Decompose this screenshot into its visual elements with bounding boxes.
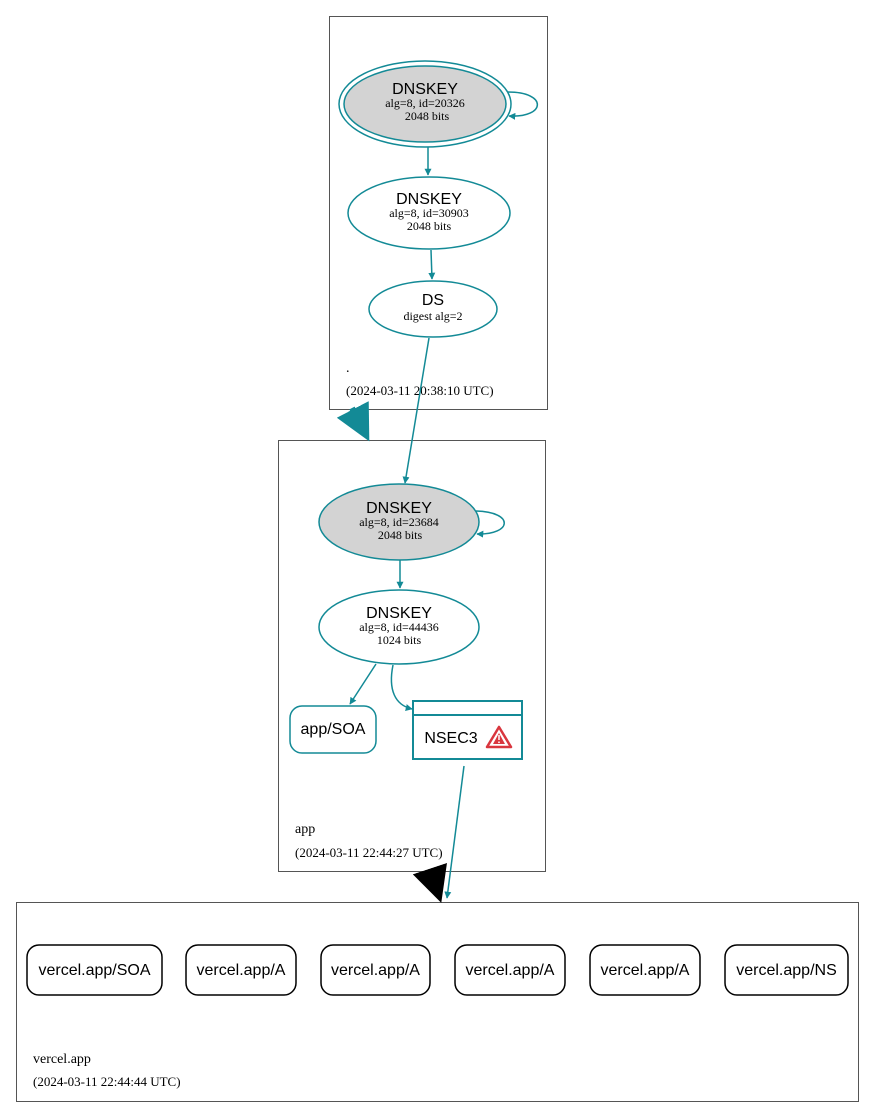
vercel-rr-label-2: vercel.app/A — [331, 962, 420, 979]
root-dnskey-zsk[interactable]: DNSKEY alg=8, id=30903 2048 bits — [347, 176, 511, 250]
root-dnskey-ksk[interactable]: DNSKEY alg=8, id=20326 2048 bits — [338, 60, 512, 148]
root-ksk-bits: 2048 bits — [405, 109, 450, 123]
nsec3-label: NSEC3 — [424, 730, 477, 747]
app-ksk-self-edge — [475, 510, 505, 538]
vercel-soa-node[interactable]: vercel.app/SOA — [26, 944, 163, 996]
ds-detail: digest alg=2 — [403, 309, 462, 323]
vercel-rr-label-1: vercel.app/A — [197, 962, 286, 979]
app-ksk-detail: alg=8, id=23684 — [359, 515, 439, 529]
zone-vercel-app — [16, 902, 859, 1102]
vercel-a-node-2[interactable]: vercel.app/A — [320, 944, 431, 996]
ds-title: DS — [422, 292, 444, 309]
edge-app-zsk-nsec3 — [390, 664, 413, 711]
edge-app-zsk-soa — [349, 663, 377, 705]
root-zsk-bits: 2048 bits — [407, 219, 452, 233]
app-dnskey-ksk[interactable]: DNSKEY alg=8, id=23684 2048 bits — [318, 483, 480, 561]
zone-vercel-timestamp: (2024-03-11 22:44:44 UTC) — [33, 1074, 181, 1089]
app-zsk-title: DNSKEY — [366, 605, 432, 622]
zone-app-timestamp: (2024-03-11 22:44:27 UTC) — [295, 845, 443, 860]
edge-ds-app-ksk — [402, 337, 430, 484]
vercel-rr-label-5: vercel.app/NS — [736, 962, 837, 979]
root-ds[interactable]: DS digest alg=2 — [368, 280, 498, 338]
vercel-a-node-4[interactable]: vercel.app/A — [589, 944, 701, 996]
root-zsk-detail: alg=8, id=30903 — [389, 206, 469, 220]
zone-vercel-name: vercel.app — [33, 1052, 91, 1067]
vercel-ns-node[interactable]: vercel.app/NS — [724, 944, 849, 996]
edge-nsec3-vercel — [444, 765, 465, 899]
root-ksk-self-edge — [507, 91, 538, 120]
delegation-app-vercel — [412, 862, 447, 903]
app-ksk-title: DNSKEY — [366, 500, 432, 517]
root-ksk-detail: alg=8, id=20326 — [385, 96, 465, 110]
warning-triangle-icon — [485, 725, 513, 749]
vercel-a-node-1[interactable]: vercel.app/A — [185, 944, 297, 996]
app-zsk-bits: 1024 bits — [377, 633, 422, 647]
nsec3-node[interactable]: NSEC3 — [412, 700, 523, 760]
delegation-root-app — [336, 401, 370, 442]
zone-root-name: . — [346, 361, 350, 376]
app-soa-label: app/SOA — [301, 721, 366, 738]
vercel-rr-label-4: vercel.app/A — [601, 962, 690, 979]
vercel-rr-label-0: vercel.app/SOA — [38, 962, 150, 979]
edge-root-zsk-ds — [428, 249, 436, 280]
app-zsk-detail: alg=8, id=44436 — [359, 620, 439, 634]
vercel-a-node-3[interactable]: vercel.app/A — [454, 944, 566, 996]
app-dnskey-zsk[interactable]: DNSKEY alg=8, id=44436 1024 bits — [318, 589, 480, 665]
app-soa-node[interactable]: app/SOA — [289, 705, 377, 754]
vercel-rr-label-3: vercel.app/A — [466, 962, 555, 979]
app-ksk-bits: 2048 bits — [378, 528, 423, 542]
zone-app-name: app — [295, 822, 315, 837]
root-ksk-title: DNSKEY — [392, 81, 458, 98]
root-zsk-title: DNSKEY — [396, 191, 462, 208]
